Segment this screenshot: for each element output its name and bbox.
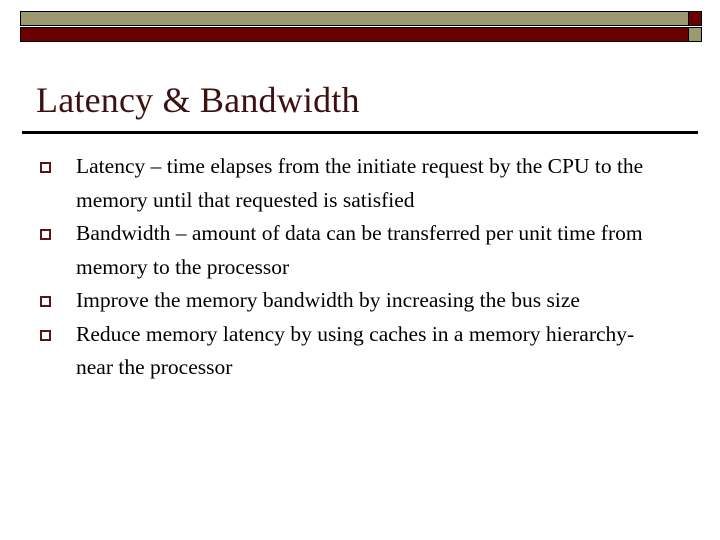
- bullet-text: Latency – time elapses from the initiate…: [76, 154, 644, 212]
- banner-maroon-bar: [20, 27, 690, 42]
- slide-decorative-banner: [20, 11, 702, 43]
- banner-olive-bar: [20, 11, 690, 26]
- bullet-text: Bandwidth – amount of data can be transf…: [76, 221, 643, 279]
- hollow-square-bullet-icon: [40, 329, 51, 341]
- list-item: Reduce memory latency by using caches in…: [24, 318, 696, 385]
- hollow-square-bullet-icon: [40, 162, 51, 173]
- list-item: Latency – time elapses from the initiate…: [24, 150, 696, 217]
- banner-checker-cell-top: [688, 11, 702, 26]
- hollow-square-bullet-icon: [40, 229, 51, 240]
- title-underline-rule: [22, 131, 698, 134]
- slide-title: Latency & Bandwidth: [36, 80, 360, 120]
- banner-checker-cell-bottom: [688, 27, 702, 42]
- banner-checker-block: [688, 11, 702, 42]
- slide-bullet-list: Latency – time elapses from the initiate…: [24, 150, 696, 385]
- list-item: Improve the memory bandwidth by increasi…: [24, 284, 696, 318]
- hollow-square-bullet-icon: [40, 296, 51, 307]
- bullet-text: Reduce memory latency by using caches in…: [76, 321, 635, 380]
- bullet-text: Improve the memory bandwidth by increasi…: [76, 288, 580, 312]
- list-item: Bandwidth – amount of data can be transf…: [24, 217, 696, 284]
